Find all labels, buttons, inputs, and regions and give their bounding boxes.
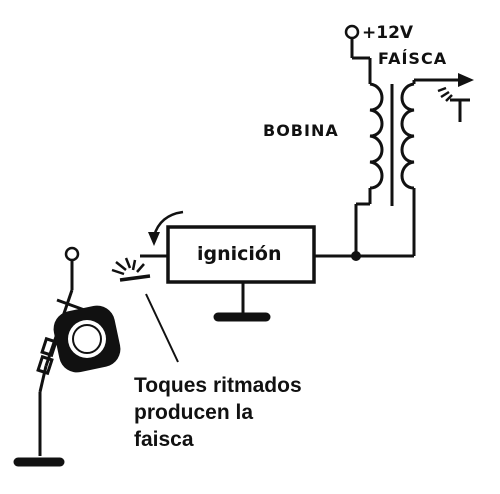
contact-spark xyxy=(111,257,151,282)
secondary-winding xyxy=(400,82,415,190)
primary-winding xyxy=(369,82,384,190)
tapping-tool xyxy=(36,246,91,456)
caption-line-3: faisca xyxy=(134,428,194,451)
supply-terminal xyxy=(344,24,372,84)
coil-label: BOBINA xyxy=(263,121,339,140)
ignition-coil xyxy=(354,78,462,258)
ignition-module xyxy=(166,225,316,322)
caption-pointer xyxy=(145,293,179,363)
tool-terminal xyxy=(64,246,80,262)
contact-cam xyxy=(53,305,121,373)
supply-label: +12V xyxy=(362,23,414,43)
spark-gap xyxy=(437,86,470,122)
caption-line-2: producen la xyxy=(134,401,254,424)
spark-label: FAÍSCA xyxy=(378,49,447,68)
ignition-label: ignición xyxy=(197,243,282,265)
spark-output-arrow xyxy=(458,73,474,87)
tap-motion-arrow xyxy=(148,210,184,246)
caption: Toques ritmados producen la faisca xyxy=(134,372,354,453)
caption-line-1: Toques ritmados xyxy=(134,374,302,397)
